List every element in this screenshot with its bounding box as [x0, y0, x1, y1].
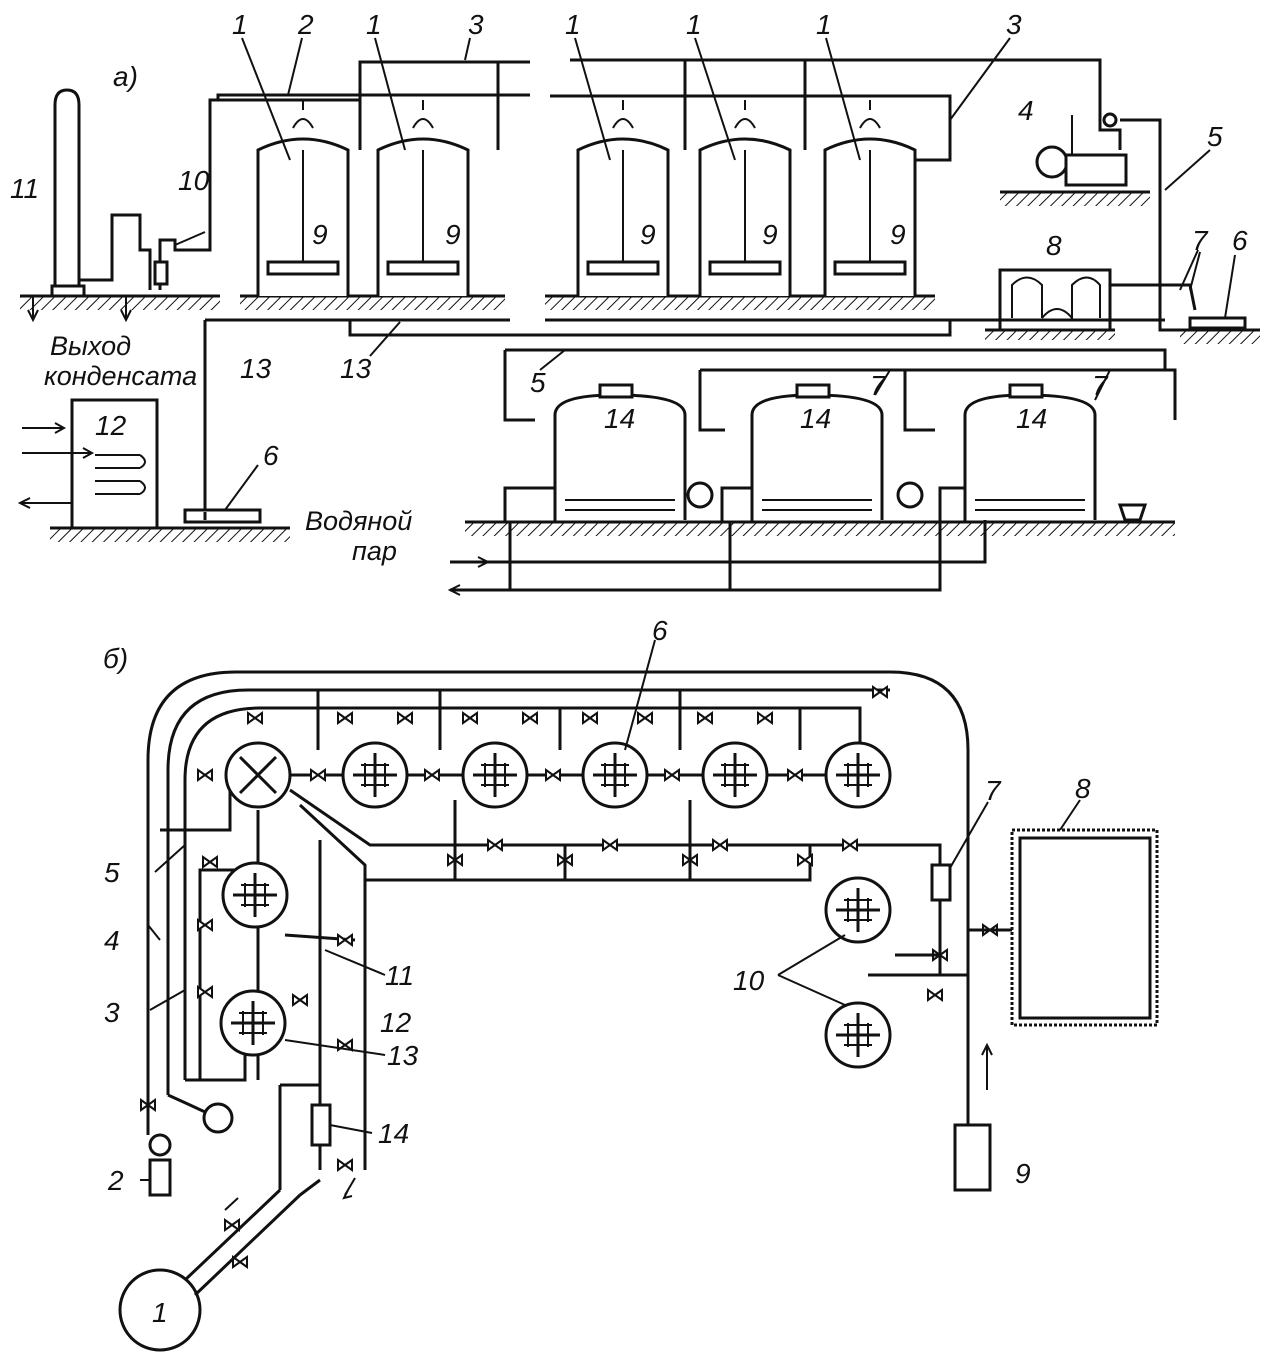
- callout-reactors-10: 10: [733, 965, 765, 996]
- filter-14-b: [224, 1103, 356, 1211]
- callout-reactor-1c: 1: [565, 9, 581, 40]
- callout-pipe-2: 2: [297, 9, 314, 40]
- callout-reactor-1e: 1: [816, 9, 832, 40]
- heater-12: [17, 398, 159, 530]
- callouts-b: 1 2 3 4 5 6 7 8 9 10 11 12 13 14: [104, 615, 1091, 1328]
- callout-valve-6a: 6: [1232, 225, 1248, 256]
- callout-tank-9: 9: [1015, 1158, 1031, 1189]
- vessel-2-b: [146, 1093, 234, 1197]
- callout-pipe-3b: 3: [1006, 9, 1022, 40]
- callout-grid-9e: 9: [890, 219, 906, 250]
- tank-8-b: [968, 828, 1159, 1027]
- callout-pipe-7a: 7: [1192, 225, 1209, 256]
- header-pipes: [216, 58, 1102, 162]
- callout-reactor-1a: 1: [232, 9, 248, 40]
- steam-text-1: Водяной: [305, 506, 412, 536]
- callout-pipe-5a: 5: [1207, 121, 1223, 152]
- trap-10: [153, 98, 360, 290]
- valve-6-right: [1188, 316, 1247, 330]
- pump-1-b: [118, 1178, 321, 1352]
- callout-collector-13a: 13: [240, 353, 272, 384]
- callout-separator-7: 7: [985, 775, 1002, 806]
- panel-a: а): [10, 9, 1260, 596]
- callout-heater-12: 12: [95, 410, 127, 441]
- callout-grid-9c: 9: [640, 219, 656, 250]
- callout-pipe-4: 4: [104, 925, 120, 956]
- callout-pipe-12: 12: [380, 1007, 412, 1038]
- callout-receiver-14b: 14: [800, 403, 831, 434]
- callout-receiver-14a: 14: [604, 403, 635, 434]
- panel-b: б): [103, 615, 1159, 1352]
- condensate-outlet-text-2: конденсата: [44, 361, 197, 391]
- callout-grid-9a: 9: [312, 219, 328, 250]
- reactors-a: [256, 100, 917, 296]
- callout-pipe-3: 3: [104, 997, 120, 1028]
- leader-lines-b: [140, 639, 1081, 1181]
- callout-tank-8: 8: [1046, 230, 1062, 261]
- callout-pipe-11: 11: [385, 960, 414, 991]
- valve-6-left: [183, 508, 262, 524]
- callout-pipe-7c: 7: [1092, 370, 1109, 401]
- callout-pipe-5b: 5: [530, 367, 546, 398]
- callout-grid-9b: 9: [445, 219, 461, 250]
- callout-reactor-1b: 1: [366, 9, 382, 40]
- panel-b-label: б): [103, 643, 128, 674]
- leader-lines-a: [174, 37, 1236, 511]
- callout-pipe-5: 5: [104, 857, 120, 888]
- callout-pipe-7b: 7: [870, 370, 887, 401]
- callout-receiver-14c: 14: [1016, 403, 1047, 434]
- callouts-a: 1 1 1 1 1 2 3 3 4 5 5 6 6 7 7 7 8 9 9 9 …: [10, 9, 1248, 471]
- tank-9-b: [953, 1042, 993, 1192]
- callout-filter-14: 14: [378, 1118, 409, 1149]
- callout-pipe-3a: 3: [468, 9, 484, 40]
- callout-tank-8: 8: [1075, 773, 1091, 804]
- column-11: [27, 88, 152, 323]
- separator-7-b: [868, 863, 968, 977]
- callout-column-11: 11: [10, 173, 39, 204]
- callout-pump-1: 1: [152, 1297, 168, 1328]
- callout-pipe-13: 13: [387, 1040, 419, 1071]
- compressor-4: [1035, 110, 1190, 332]
- loop-pipes-b: [146, 670, 970, 1125]
- callout-grid-9d: 9: [762, 219, 778, 250]
- callout-valve-6b: 6: [263, 440, 279, 471]
- callout-vessel-2: 2: [107, 1165, 124, 1196]
- callout-compressor-4: 4: [1018, 95, 1034, 126]
- steam-text-2: пар: [352, 536, 397, 566]
- callout-reactor-1d: 1: [686, 9, 702, 40]
- callout-collector-13b: 13: [340, 353, 372, 384]
- callout-reactor-6: 6: [652, 615, 668, 646]
- condensate-outlet-text-1: Выход: [50, 331, 131, 361]
- panel-a-label: а): [113, 61, 138, 92]
- callout-trap-10: 10: [178, 165, 210, 196]
- reactor-circles-b: [219, 741, 892, 1069]
- steam-lines: [447, 520, 987, 596]
- receivers-14: [503, 368, 1165, 524]
